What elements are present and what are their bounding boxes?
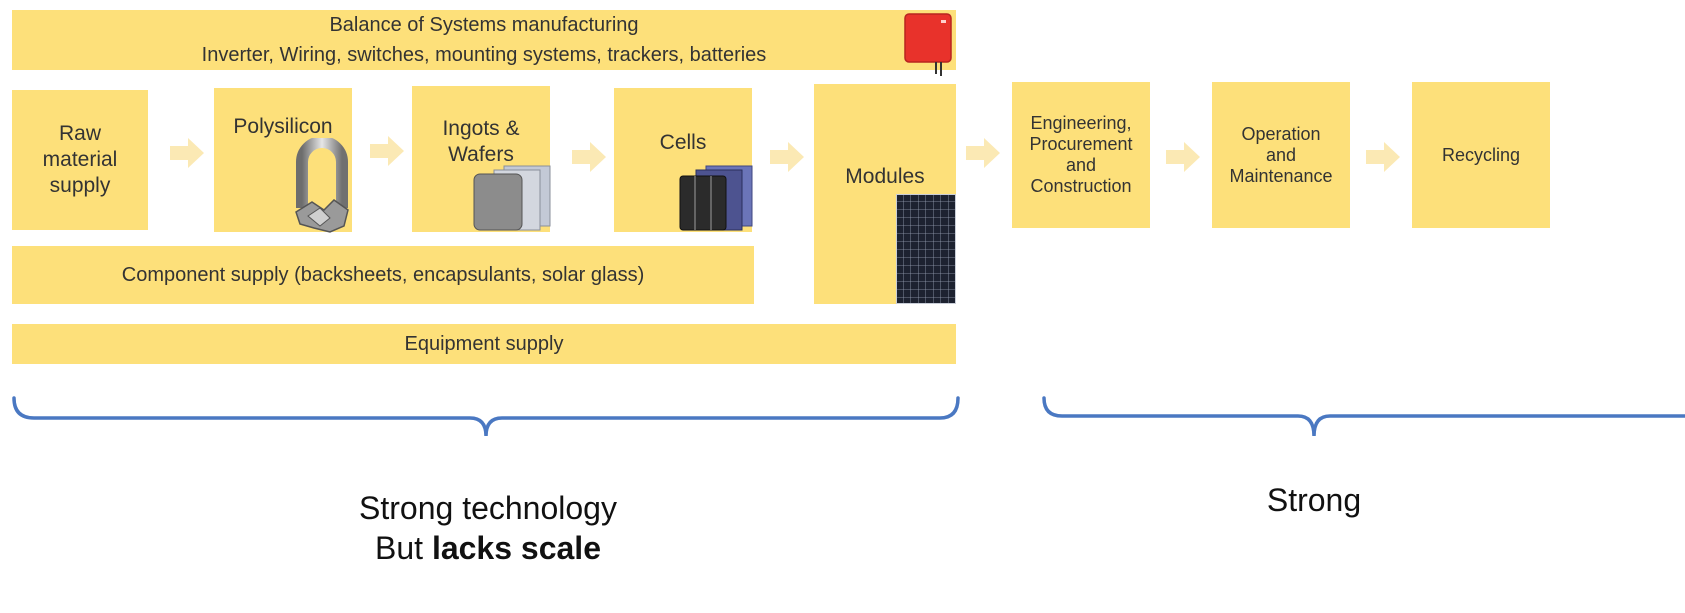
operation-maintenance-box: Operation and Maintenance	[1212, 82, 1350, 228]
raw-material-supply-box: Raw material supply	[12, 90, 148, 230]
om-line-2: and	[1265, 144, 1297, 165]
ingots-line-1: Ingots &	[442, 117, 520, 140]
epc-box: Engineering, Procurement and Constructio…	[1012, 82, 1150, 228]
bos-subtitle: Inverter, Wiring, switches, mounting sys…	[201, 44, 767, 66]
polysilicon-rod-icon	[295, 138, 349, 233]
epc-line-1: Engineering,	[1030, 113, 1132, 133]
left-label-prefix: But	[375, 530, 432, 566]
wafer-stack-icon	[473, 165, 551, 231]
left-label-bold: lacks scale	[431, 530, 601, 566]
om-line-1: Operation	[1241, 123, 1321, 144]
bos-title: Balance of Systems manufacturing	[329, 14, 639, 36]
epc-line-3: and	[1065, 155, 1097, 175]
raw-line-3: supply	[49, 174, 111, 197]
recycling-box: Recycling	[1412, 82, 1550, 228]
arrow-right-icon	[370, 136, 404, 166]
ingots-wafers-box: Ingots & Wafers	[412, 86, 550, 232]
equipment-supply-label: Equipment supply	[404, 333, 564, 355]
cells-label: Cells	[659, 131, 707, 154]
right-bracket	[1042, 396, 1685, 437]
raw-line-2: material	[42, 148, 118, 171]
component-supply-bar: Component supply (backsheets, encapsulan…	[12, 246, 754, 304]
solar-cell-stack-icon	[679, 165, 753, 231]
arrow-right-icon	[1366, 142, 1400, 172]
component-supply-label: Component supply (backsheets, encapsulan…	[121, 264, 645, 286]
arrow-right-icon	[966, 138, 1000, 168]
arrow-right-icon	[572, 142, 606, 172]
right-label-text: Strong	[1266, 482, 1362, 518]
balance-of-systems-bar: Balance of Systems manufacturing Inverte…	[12, 10, 956, 70]
epc-line-4: Construction	[1030, 176, 1132, 196]
solar-panel-icon	[896, 194, 956, 304]
arrow-right-icon	[770, 142, 804, 172]
inverter-icon	[904, 13, 952, 76]
raw-line-1: Raw	[58, 122, 101, 145]
polysilicon-label: Polysilicon	[233, 115, 333, 138]
epc-line-2: Procurement	[1029, 134, 1133, 154]
ingots-line-2: Wafers	[448, 143, 514, 166]
equipment-supply-bar: Equipment supply	[12, 324, 956, 364]
recycling-label: Recycling	[1441, 144, 1521, 165]
left-assessment-label: Strong technology But lacks scale	[288, 488, 688, 568]
arrow-right-icon	[170, 138, 204, 168]
om-line-3: Maintenance	[1229, 165, 1333, 186]
arrow-right-icon	[1166, 142, 1200, 172]
right-assessment-label: Strong	[1214, 480, 1414, 520]
left-bracket	[12, 396, 960, 437]
left-label-line-1: Strong technology	[359, 490, 617, 526]
modules-label: Modules	[845, 165, 925, 188]
left-label-line-2: But lacks scale	[288, 528, 688, 568]
